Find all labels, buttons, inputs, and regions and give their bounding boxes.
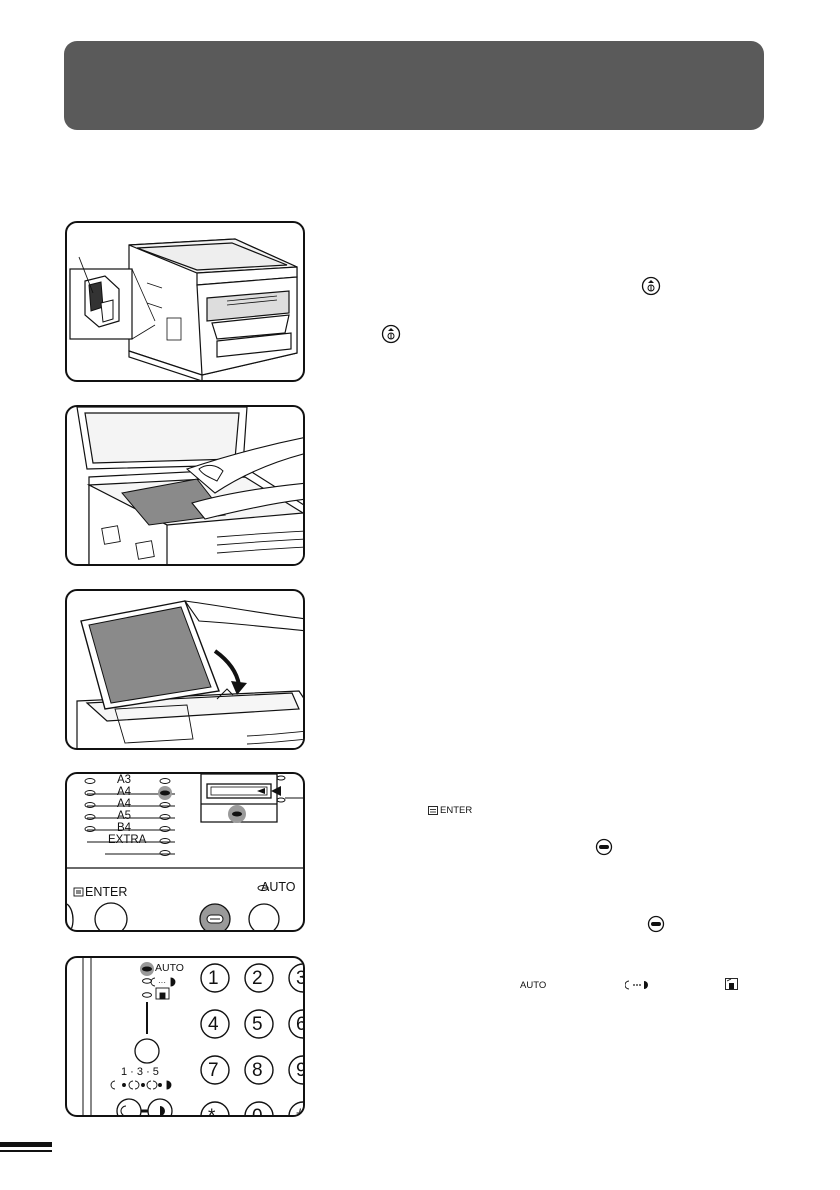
size-a4r-label: A4 bbox=[117, 798, 132, 810]
enter-key-label: ENTER bbox=[85, 885, 128, 899]
step5-illustration: ··· AUTO 1 · 3 · 5 1 2 3 4 5 bbox=[65, 956, 305, 1117]
size-a4-label: A4 bbox=[117, 786, 132, 798]
key-5[interactable]: 5 bbox=[252, 1014, 263, 1035]
enter-icon bbox=[428, 806, 438, 815]
tray-select-key-icon bbox=[647, 915, 665, 933]
photo-mode-icon bbox=[725, 978, 738, 990]
auto-paper-label: AUTO bbox=[261, 880, 296, 894]
page-edge-bar bbox=[0, 1142, 52, 1147]
key-hash[interactable]: # bbox=[296, 1106, 303, 1115]
svg-text:···: ··· bbox=[158, 978, 166, 987]
step1-illustration bbox=[65, 221, 305, 382]
start-key-icon bbox=[381, 324, 401, 344]
exposure-keypad-drawing: ··· bbox=[82, 958, 303, 1115]
copier-power-switch-drawing bbox=[69, 238, 298, 380]
place-original-drawing bbox=[76, 407, 303, 564]
paper-size-panel-drawing bbox=[67, 774, 303, 930]
enter-inline-label: ENTER bbox=[440, 805, 473, 816]
page-edge-bar bbox=[0, 1150, 52, 1152]
tray-select-key-icon bbox=[595, 838, 613, 856]
key-9[interactable]: 9 bbox=[296, 1060, 303, 1082]
key-1[interactable]: 1 bbox=[208, 968, 219, 989]
key-4[interactable]: 4 bbox=[208, 1014, 219, 1035]
manual-exposure-icon bbox=[625, 980, 648, 990]
step4-illustration: A3 A4 A4 A5 B4 EXTRA ENTER AUTO bbox=[65, 772, 305, 932]
key-3[interactable]: 3 bbox=[296, 968, 303, 990]
header-banner bbox=[64, 41, 764, 130]
size-extra-label: EXTRA bbox=[108, 834, 147, 846]
close-cover-drawing bbox=[76, 600, 303, 748]
step3-illustration bbox=[65, 589, 305, 750]
key-0[interactable]: 0 bbox=[252, 1106, 263, 1117]
step2-illustration bbox=[65, 405, 305, 566]
key-6[interactable]: 6 bbox=[296, 1014, 303, 1036]
key-8[interactable]: 8 bbox=[252, 1060, 263, 1081]
size-a5-label: A5 bbox=[117, 810, 132, 822]
exposure-scale-label: 1 · 3 · 5 bbox=[121, 1066, 159, 1078]
key-7[interactable]: 7 bbox=[208, 1060, 219, 1081]
size-b4-label: B4 bbox=[117, 822, 132, 834]
start-key-icon bbox=[641, 276, 661, 296]
key-2[interactable]: 2 bbox=[252, 968, 263, 989]
auto-inline-label: AUTO bbox=[520, 980, 547, 991]
key-star[interactable]: * bbox=[208, 1106, 216, 1117]
size-a3-label: A3 bbox=[117, 774, 132, 786]
auto-exposure-label: AUTO bbox=[155, 962, 184, 974]
